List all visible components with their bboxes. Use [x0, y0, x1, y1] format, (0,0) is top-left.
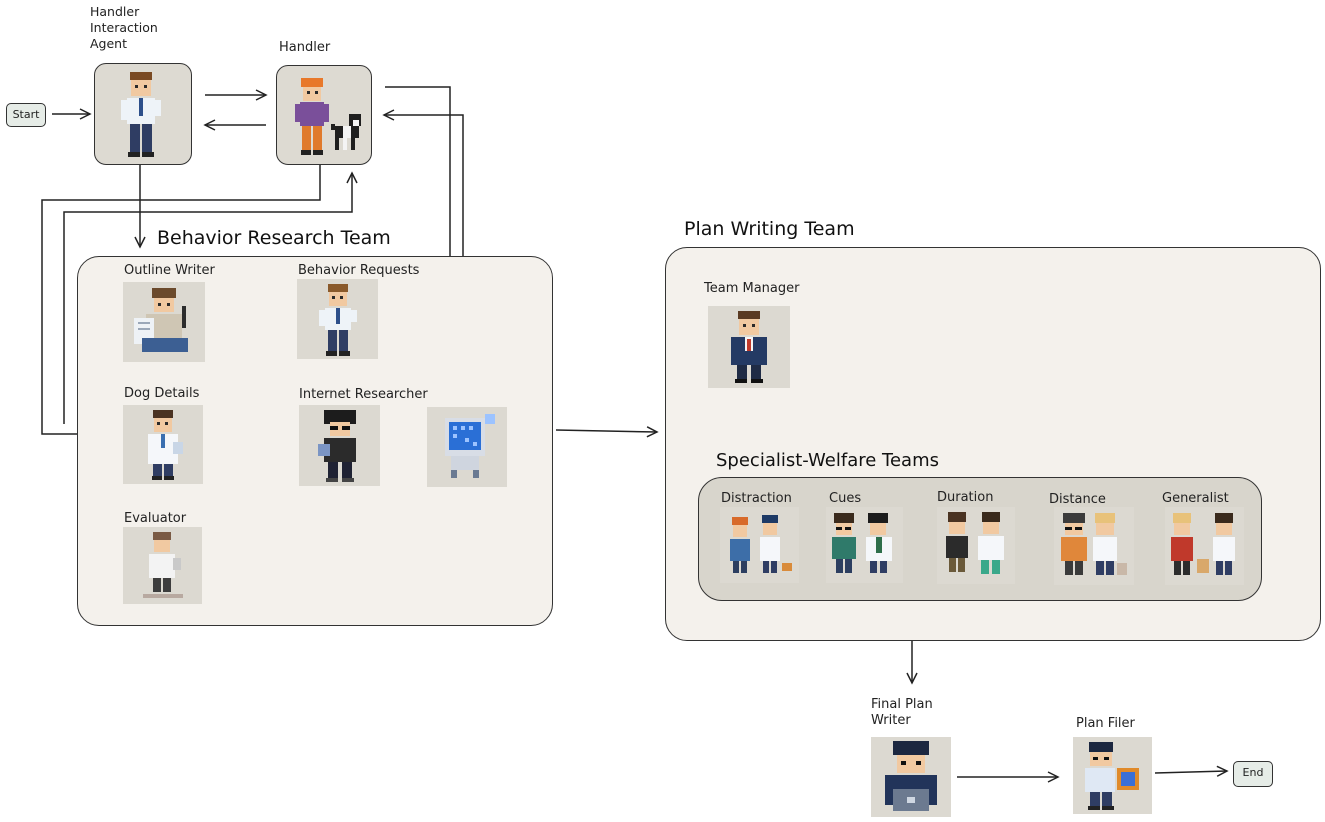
pixel-person-icon	[121, 72, 161, 157]
handler-node	[276, 65, 372, 165]
dog-details-node	[123, 405, 203, 484]
internet-researcher-label: Internet Researcher	[299, 387, 428, 402]
plan-filer-node	[1073, 737, 1152, 814]
specialist-cues-label: Cues	[829, 491, 862, 506]
pixel-person-icon	[730, 515, 792, 573]
internet-researcher-node	[299, 405, 380, 486]
end-terminal: End	[1233, 761, 1273, 787]
pixel-person-icon	[832, 513, 892, 573]
handler-interaction-agent-label: Handler Interaction Agent	[90, 4, 158, 51]
outline-writer-label: Outline Writer	[124, 263, 215, 278]
pixel-person-icon	[295, 78, 329, 155]
pixel-person-icon	[1061, 513, 1127, 575]
specialist-generalist-label: Generalist	[1162, 491, 1229, 506]
robot-icon	[445, 414, 495, 478]
handler-interaction-agent-node	[94, 63, 192, 165]
team-manager-label: Team Manager	[704, 281, 800, 296]
pixel-person-icon	[319, 284, 357, 356]
plan-writing-team-label: Plan Writing Team	[684, 218, 855, 240]
specialist-cues-node	[826, 507, 903, 583]
dog-details-label: Dog Details	[124, 386, 200, 401]
edge-filer-to-end	[1154, 765, 1229, 777]
handler-label: Handler	[279, 40, 331, 55]
pixel-person-icon	[885, 741, 937, 811]
final-plan-writer-label: Final Plan Writer	[871, 697, 933, 728]
pixel-person-icon	[946, 512, 1004, 574]
evaluator-node	[123, 527, 202, 604]
edge-dog-details-to-handler	[63, 171, 358, 424]
specialist-distraction-label: Distraction	[721, 491, 792, 506]
specialist-distance-node	[1054, 507, 1134, 585]
specialist-distance-label: Distance	[1049, 492, 1106, 507]
specialist-duration-node	[937, 507, 1015, 584]
edge-brt-to-pwt	[555, 426, 659, 438]
behavior-research-team-label: Behavior Research Team	[157, 227, 391, 249]
specialist-distraction-node	[720, 507, 799, 583]
pixel-person-icon	[1085, 742, 1139, 810]
specialist-generalist-node	[1165, 507, 1244, 585]
final-plan-writer-node	[871, 737, 951, 817]
start-terminal: Start	[6, 103, 46, 127]
behavior-requests-label: Behavior Requests	[298, 263, 420, 278]
outline-writer-node	[123, 282, 205, 362]
pixel-person-icon	[143, 532, 183, 598]
specialist-duration-label: Duration	[937, 490, 994, 505]
pixel-person-icon	[148, 410, 183, 480]
evaluator-label: Evaluator	[124, 511, 187, 526]
pixel-person-icon	[731, 311, 767, 383]
behavior-requests-node	[297, 279, 378, 359]
research-tool-node	[427, 407, 507, 487]
team-manager-node	[708, 306, 790, 388]
pixel-person-icon	[318, 410, 356, 482]
plan-filer-label: Plan Filer	[1076, 716, 1135, 731]
pixel-person-icon	[134, 288, 188, 352]
dog-icon	[331, 114, 361, 150]
pixel-person-icon	[1171, 513, 1235, 575]
specialist-welfare-teams-label: Specialist-Welfare Teams	[716, 450, 939, 471]
edge-handler-to-dog-details	[41, 165, 321, 440]
